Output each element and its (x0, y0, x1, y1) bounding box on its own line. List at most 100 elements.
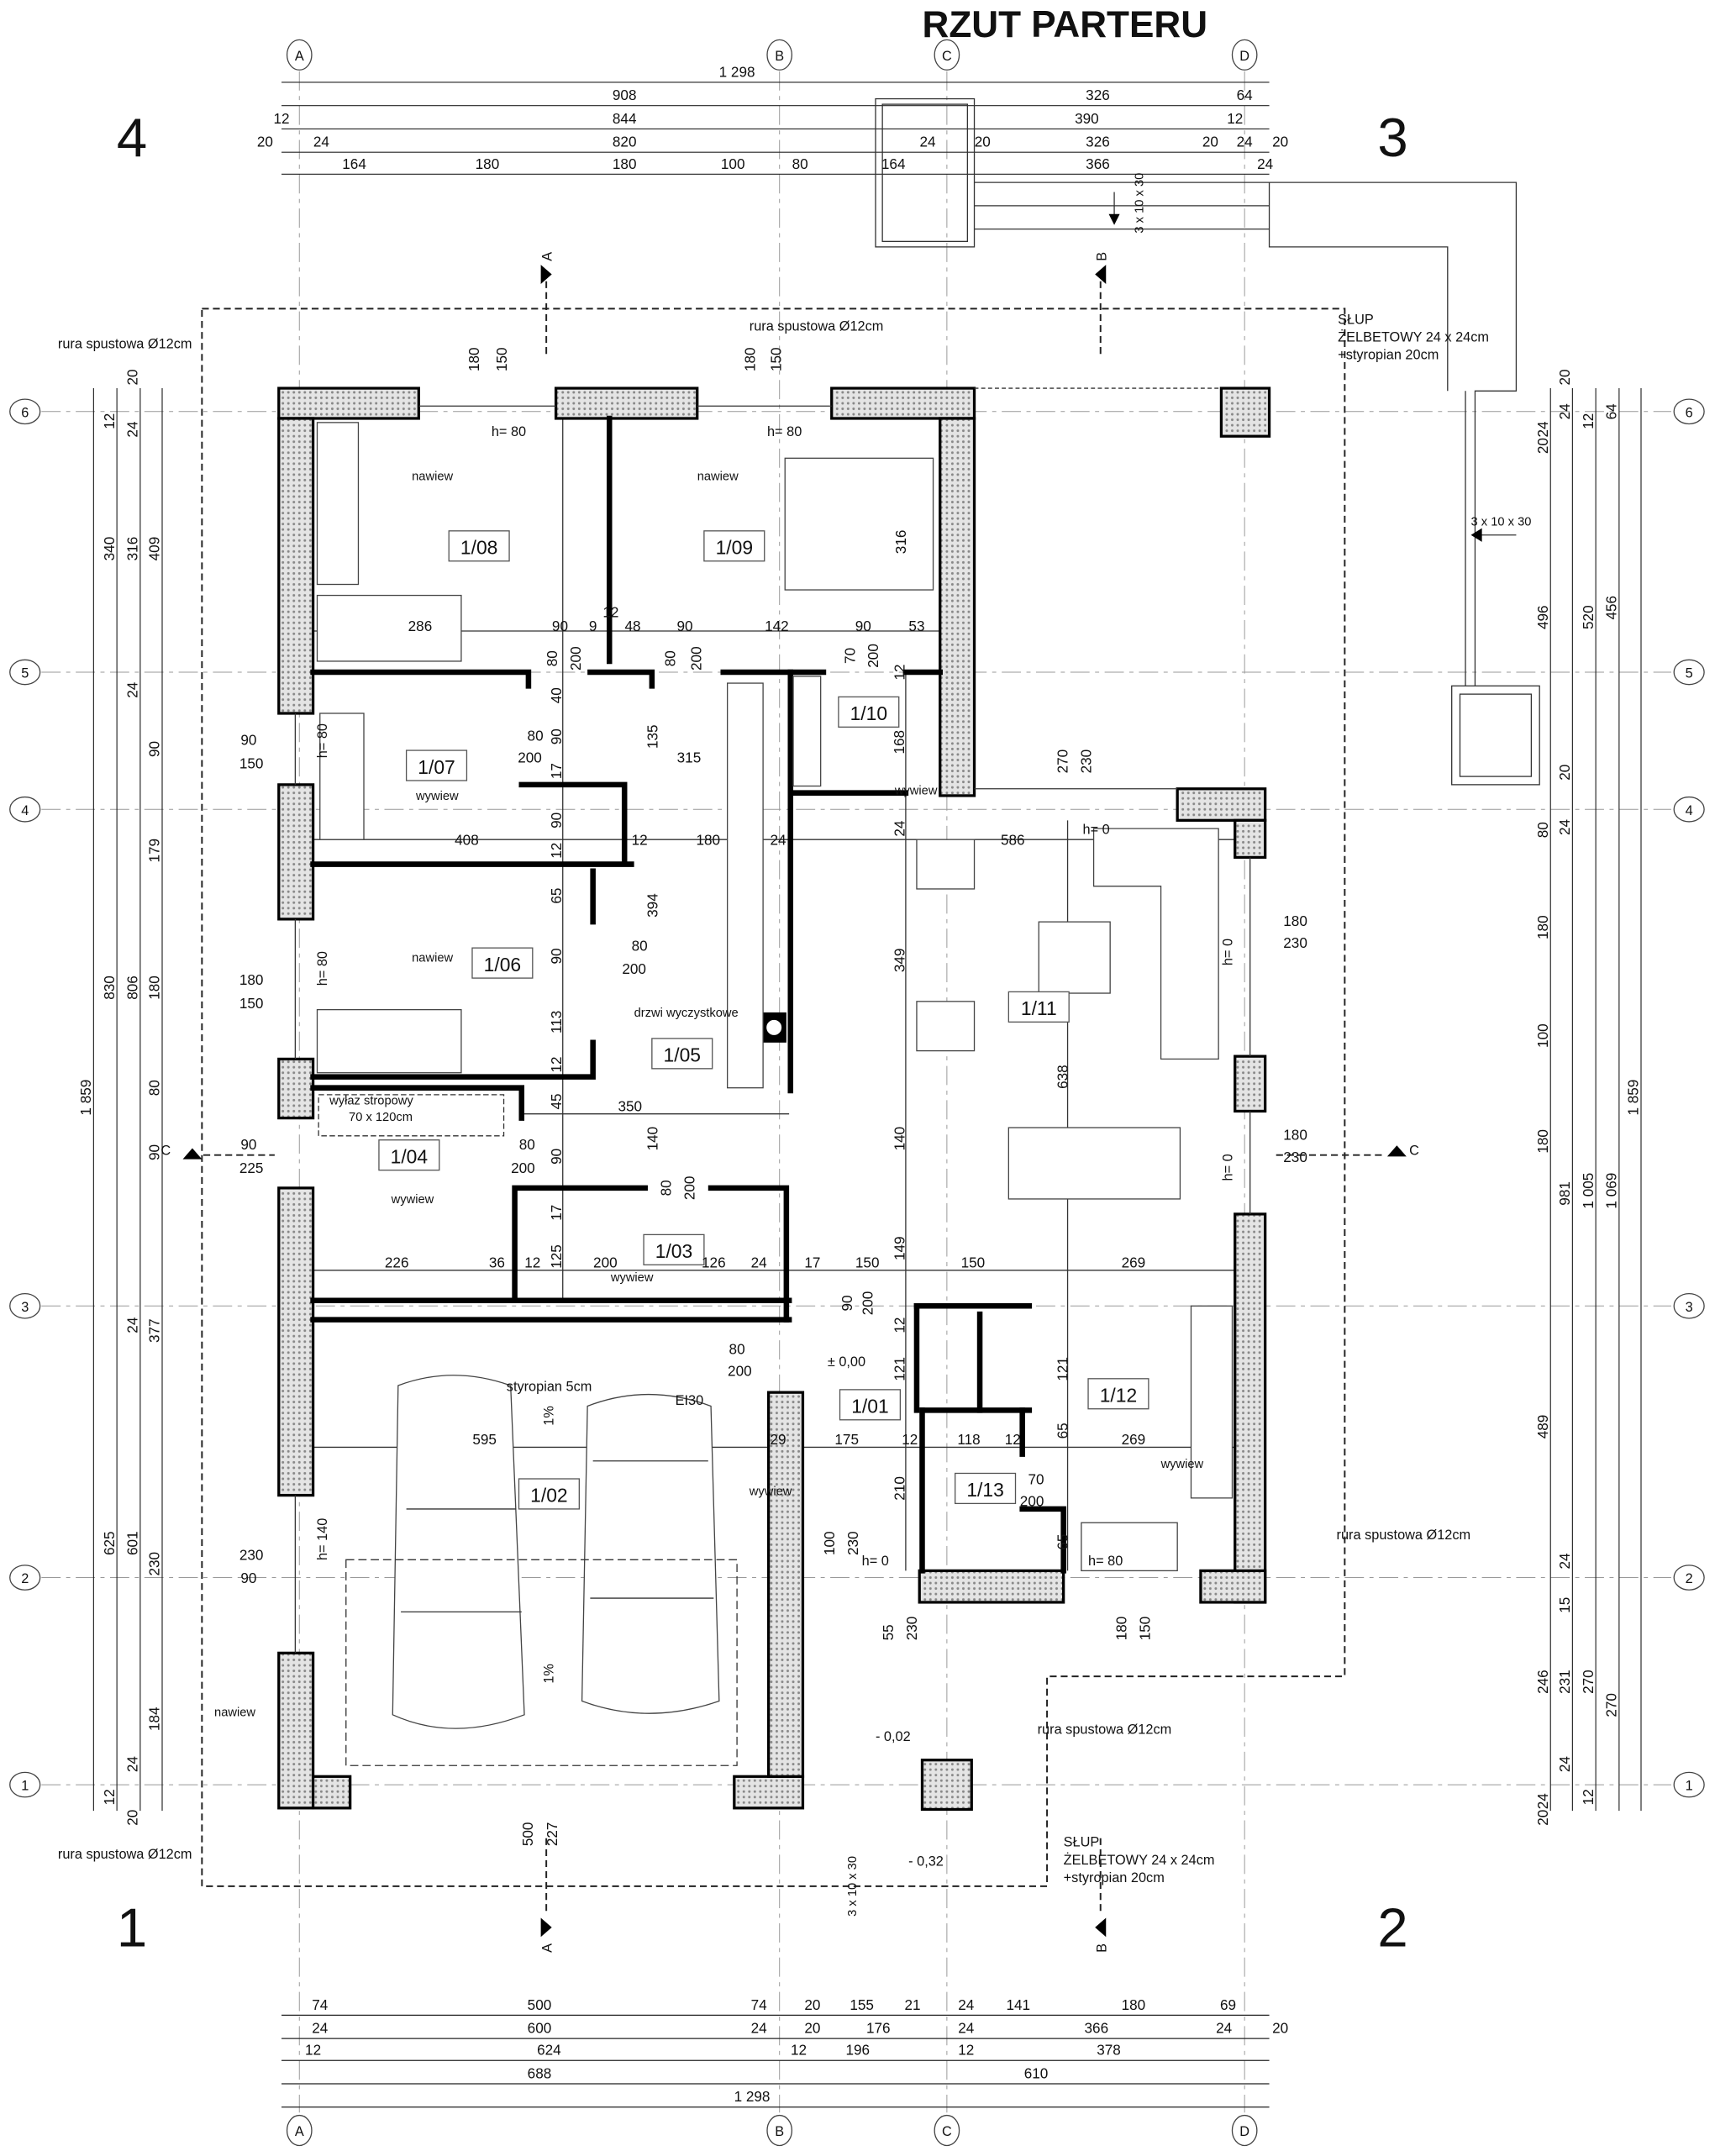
dimension-label: 340 (101, 537, 118, 561)
dimension-label: 456 (1603, 596, 1620, 620)
section-A-label: A (540, 252, 555, 261)
dimension-label: 90 (855, 618, 871, 634)
room-1-01: 1/01 (839, 1389, 902, 1421)
dimension-label: 230 (1283, 1149, 1307, 1165)
axis-1-right: 1 (1673, 1771, 1705, 1798)
dimension-label: 140 (891, 1127, 907, 1151)
bed (316, 594, 462, 662)
dimension-label: 20 (1534, 1810, 1551, 1826)
dimension-label: 20 (1556, 369, 1573, 385)
dimension-label: 80 (632, 937, 648, 954)
level-0: ± 0,00 (828, 1354, 865, 1370)
dimension-label: 90 (677, 618, 693, 634)
supply-vent-note: nawiew (412, 470, 453, 483)
dimension-label: 1 005 (1580, 1173, 1597, 1209)
dimension-label: 74 (751, 1996, 768, 2013)
dimension-label: 24 (751, 1254, 768, 1271)
dimension-label: 24 (1556, 818, 1573, 835)
column-top (1219, 387, 1271, 438)
dimension-label: 1 298 (734, 2088, 771, 2105)
dimension-label: 70 (841, 648, 858, 664)
dimension-label: 24 (124, 681, 141, 698)
dimension-label: 9 (589, 618, 597, 634)
kitchen-counter (1190, 1305, 1234, 1499)
dimension-label: 610 (1024, 2064, 1049, 2081)
dimension-label: 230 (903, 1617, 920, 1641)
dimension-label: 80 (528, 728, 544, 744)
dimension-label: 20 (124, 1810, 141, 1826)
dimension-label: 688 (528, 2064, 552, 2081)
dimension-label: 17 (548, 1205, 565, 1221)
dimension-label: 409 (146, 537, 163, 561)
dimension-label: 520 (1580, 605, 1597, 629)
dimension-label: 350 (618, 1097, 642, 1114)
dimension-label: 624 (537, 2042, 561, 2059)
dimension-label: 140 (644, 1127, 660, 1151)
dimension-label: 24 (1534, 1793, 1551, 1810)
dimension-label: 90 (552, 618, 568, 634)
dimension-label: 820 (613, 134, 637, 150)
window-sill-height: h= 0 (1220, 1154, 1235, 1181)
room-labels: 1/08 1/09 1/10 1/07 1/06 1/05 1/11 1/04 … (378, 530, 1149, 1510)
dimension-label: 20 (1272, 134, 1288, 150)
dimension-label: 24 (751, 2020, 768, 2037)
room-1-10: 1/10 (838, 696, 900, 728)
dimension-label: 150 (239, 755, 264, 771)
section-B-label: B (1094, 1943, 1109, 1953)
room-1-07: 1/07 (405, 749, 468, 781)
dimension-label: 180 (1283, 1127, 1307, 1144)
dimension-label: 179 (146, 839, 163, 863)
dimension-label: 12 (1227, 110, 1243, 127)
dimension-label: 12 (548, 1056, 565, 1072)
svg-text:4: 4 (1686, 803, 1693, 818)
dimension-label: 100 (821, 1531, 838, 1555)
column-bottom (920, 1759, 973, 1812)
axis-6-right: 6 (1673, 398, 1705, 425)
dimension-label: 65 (1055, 1534, 1071, 1550)
dimension-label: 12 (548, 843, 565, 859)
dimension-label: 316 (892, 530, 909, 555)
svg-text:1: 1 (1686, 1779, 1693, 1794)
double-bed (784, 457, 934, 591)
dimension-label: 230 (146, 1552, 163, 1576)
dimension-label: 164 (342, 155, 366, 172)
dimension-label: 200 (511, 1160, 535, 1176)
column-note-line3: +styropian 20cm (1064, 1870, 1165, 1885)
axis-3-left: 3 (9, 1292, 41, 1319)
dimension-label: 200 (865, 644, 881, 668)
dimension-label: 496 (1534, 605, 1551, 629)
window-sill-height: h= 140 (315, 1518, 330, 1560)
exhaust-vent-note: wywiew (610, 1271, 654, 1285)
dimension-label: 12 (602, 604, 618, 621)
column-note-line1: SŁUP (1338, 312, 1374, 327)
svg-text:D: D (1239, 2124, 1249, 2139)
stairs-note: 3 x 10 x 30 (846, 1856, 860, 1917)
dimension-label: 20 (257, 134, 273, 150)
dimension-label: 378 (1097, 2042, 1121, 2059)
axis-2-right: 2 (1673, 1565, 1705, 1591)
supply-vent-note: nawiew (214, 1706, 255, 1719)
section-C-label: C (160, 1144, 171, 1159)
window-sill-height: h= 0 (862, 1554, 889, 1569)
axis-A-top: A (286, 39, 313, 71)
svg-text:1/03: 1/03 (655, 1240, 692, 1262)
elevation-2: 2 (1377, 1897, 1407, 1959)
dimension-label: 135 (644, 724, 660, 749)
dimension-label: 24 (313, 134, 330, 150)
dimension-label: 20 (1556, 765, 1573, 781)
dimension-label: 100 (721, 155, 745, 172)
dimension-label: 270 (1055, 749, 1071, 774)
dimension-label: 20 (975, 134, 991, 150)
axis-D-top: D (1231, 39, 1258, 71)
dimension-label: 90 (146, 741, 163, 757)
svg-text:C: C (942, 49, 952, 64)
svg-text:1/12: 1/12 (1100, 1385, 1137, 1407)
supply-vent-note: nawiew (697, 470, 739, 483)
room-1-04: 1/04 (378, 1139, 440, 1171)
dimension-label: 12 (524, 1254, 540, 1271)
dimension-label: 121 (1055, 1357, 1071, 1381)
dimension-label: 625 (101, 1531, 118, 1555)
dimension-label: 200 (622, 960, 646, 977)
axis-4-left: 4 (9, 796, 41, 823)
dimension-label: 500 (528, 1996, 552, 2013)
